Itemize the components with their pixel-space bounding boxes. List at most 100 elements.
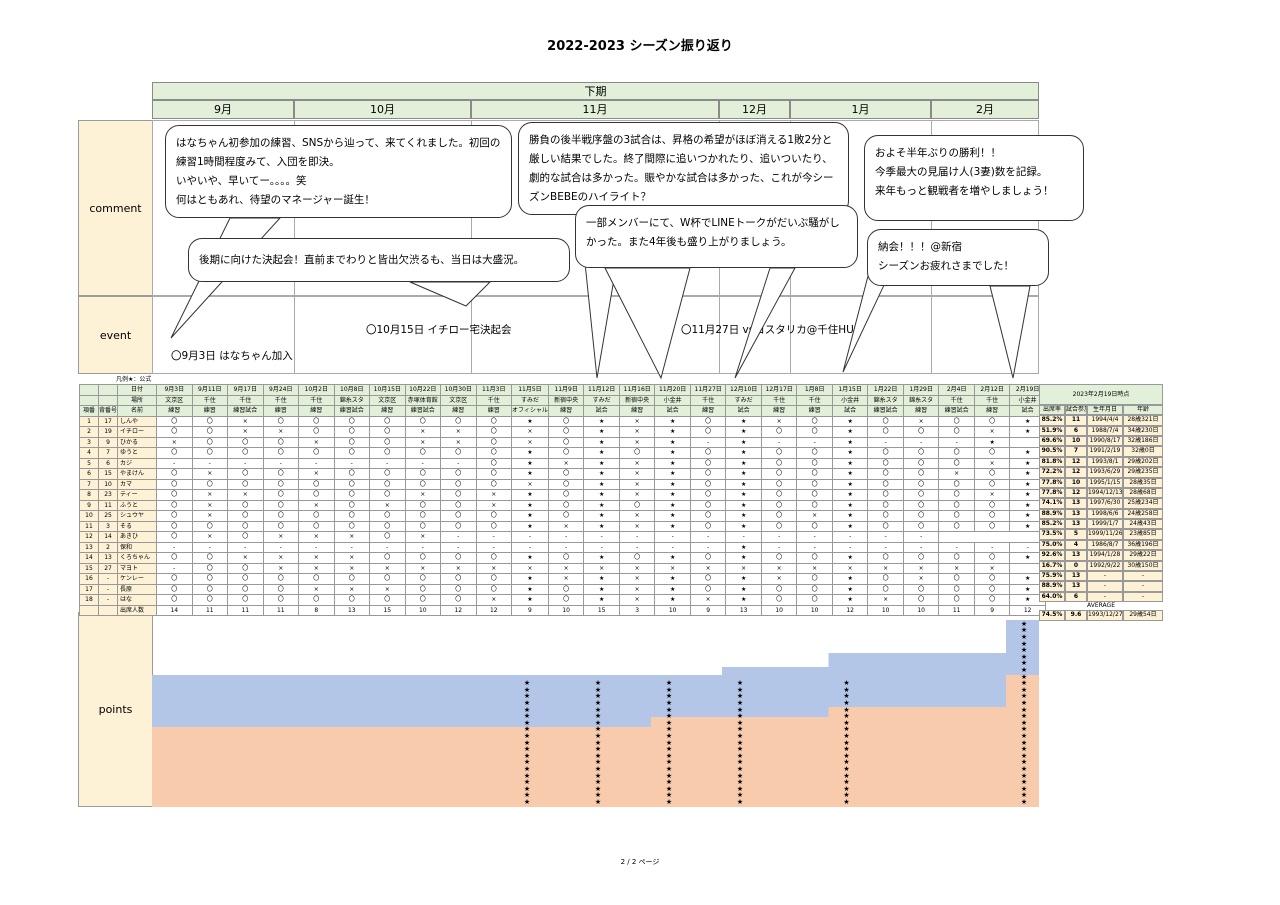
stats-as-of: 2023年2月19日時点 xyxy=(1039,384,1163,405)
stat-cell: 出席率 xyxy=(1039,404,1065,416)
attendance-mark: ★ xyxy=(654,478,691,490)
point-star: ★ xyxy=(665,751,673,760)
attendance-mark: 〇 xyxy=(689,426,727,438)
blank-cell xyxy=(79,394,99,406)
attendance-mark: × xyxy=(618,510,656,522)
attendance-mark: 〇 xyxy=(404,552,442,564)
attendance-mark: × xyxy=(191,499,229,511)
attendance-mark: 〇 xyxy=(902,468,940,480)
attendance-mark: 〇 xyxy=(547,478,585,490)
attendance-mark: - xyxy=(156,562,193,574)
stats-row: 88.9%13-- xyxy=(1039,581,1163,592)
point-star: ★ xyxy=(594,738,602,747)
type-cell: 練習試合 xyxy=(938,405,975,417)
attendance-mark: 〇 xyxy=(973,415,1011,427)
attendance-mark: 〇 xyxy=(618,552,656,564)
stat-cell: 1994/4/4 xyxy=(1087,415,1123,426)
type-cell: 試合 xyxy=(831,405,869,417)
attendance-mark: - xyxy=(404,541,442,553)
place-cell: 錦糸スタ xyxy=(333,394,371,406)
type-cell: 練習試合 xyxy=(227,405,264,417)
attendance-mark: - xyxy=(938,541,975,553)
attendance-mark: 〇 xyxy=(156,489,193,501)
attendance-mark: 〇 xyxy=(262,520,300,532)
stat-cell: - xyxy=(1123,571,1163,582)
attendance-mark: ★ xyxy=(831,415,869,427)
point-star: ★ xyxy=(843,771,850,780)
attendance-mark: 〇 xyxy=(867,552,904,564)
attendance-mark: × xyxy=(227,552,264,564)
attendance-mark: 〇 xyxy=(760,489,798,501)
attendance-mark: ★ xyxy=(511,573,549,585)
attendance-mark: ★ xyxy=(511,468,549,480)
attendance-mark: 〇 xyxy=(333,499,371,511)
stat-cell: 30歳150日 xyxy=(1123,560,1163,572)
type-cell: 練習 xyxy=(796,405,833,417)
point-star: ★ xyxy=(736,725,744,734)
row-no: 2 xyxy=(79,426,99,438)
attendance-mark: - xyxy=(796,531,833,543)
attendance-mark: - xyxy=(760,436,798,448)
attendance-mark: - xyxy=(156,541,193,553)
attendance-mark: × xyxy=(511,562,549,574)
attendance-mark: - xyxy=(583,531,620,543)
attendance-mark: ★ xyxy=(654,594,691,606)
point-star: ★ xyxy=(736,732,744,740)
type-cell: 練習 xyxy=(760,405,798,417)
stat-cell: 23歳85日 xyxy=(1123,529,1163,540)
attendance-mark: × xyxy=(298,468,335,480)
attendance-mark: × xyxy=(333,583,371,595)
point-star: ★ xyxy=(1020,758,1028,767)
attendance-mark: 〇 xyxy=(404,468,442,480)
point-star: ★ xyxy=(736,765,744,773)
type-cell: 練習 xyxy=(973,405,1011,417)
attendance-mark: 〇 xyxy=(902,583,940,595)
point-star: ★ xyxy=(1020,712,1028,721)
attendance-mark: 〇 xyxy=(333,436,371,448)
date-cell: 12月17日 xyxy=(760,384,798,396)
stat-cell: 64.0% xyxy=(1039,591,1065,603)
type-cell: 練習 xyxy=(618,405,656,417)
attendance-mark: 〇 xyxy=(227,594,264,606)
point-star: ★ xyxy=(843,738,850,747)
date-cell: 11月12日 xyxy=(583,384,620,396)
attendance-mark: - xyxy=(547,541,585,553)
attendance-mark: 〇 xyxy=(938,583,975,595)
stat-cell: 69.6% xyxy=(1039,435,1065,447)
point-star: ★ xyxy=(594,784,602,793)
attendance-mark: ★ xyxy=(725,415,762,427)
point-star: ★ xyxy=(1020,732,1028,740)
row-name: 長原 xyxy=(117,583,158,595)
attendance-mark: ★ xyxy=(725,447,762,459)
type-cell: 練習試合 xyxy=(333,405,371,417)
attendance-mark: × xyxy=(973,562,1011,574)
attendance-mark: 〇 xyxy=(191,426,229,438)
month-header-feb: 2月 xyxy=(931,100,1039,119)
attendance-mark: × xyxy=(654,562,691,574)
point-star: ★ xyxy=(1020,666,1028,674)
place-cell: 小金井 xyxy=(831,394,869,406)
attendance-mark: 〇 xyxy=(547,415,585,427)
date-cell: 9月3日 xyxy=(156,384,193,396)
attendance-mark: 〇 xyxy=(156,468,193,480)
attendance-mark: × xyxy=(191,468,229,480)
row-no: 1 xyxy=(79,415,99,427)
date-cell: 1月22日 xyxy=(867,384,904,396)
attendance-mark: - xyxy=(867,541,904,553)
attendance-mark: 〇 xyxy=(227,447,264,459)
type-cell: 練習 xyxy=(902,405,940,417)
month-header-jan: 1月 xyxy=(790,100,931,119)
attendance-mark: 〇 xyxy=(689,520,727,532)
row-number: - xyxy=(97,573,119,585)
stat-cell: 28歳68日 xyxy=(1123,487,1163,499)
stat-cell: - xyxy=(1087,571,1123,582)
point-star: ★ xyxy=(594,771,602,780)
place-cell: すみだ xyxy=(583,394,620,406)
row-no: 13 xyxy=(79,541,99,553)
type-cell: 練習 xyxy=(475,405,513,417)
